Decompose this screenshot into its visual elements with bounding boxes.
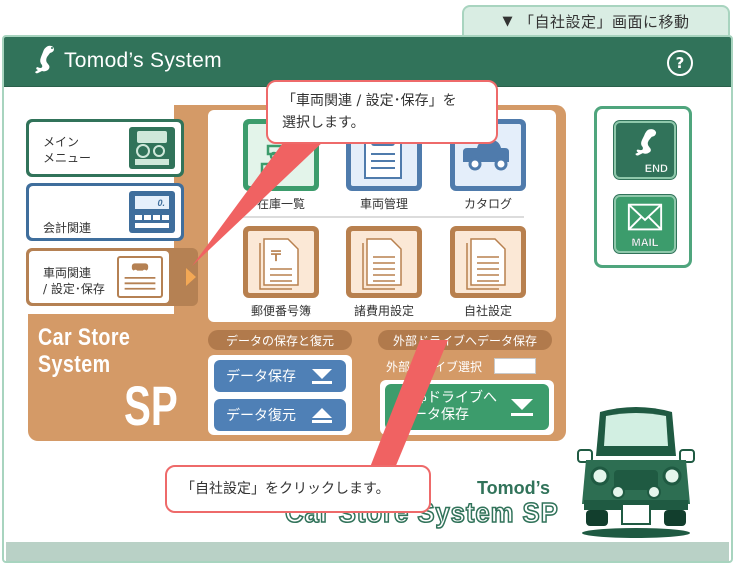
drive-select-label: 外部ドライブ選択 — [386, 360, 483, 374]
help-button[interactable]: ? — [667, 50, 693, 76]
external-drive-save-button[interactable]: 外部ドライブへ データ保存 — [385, 384, 549, 430]
brand-logo-text: Car Store System — [38, 288, 130, 378]
end-label: END — [644, 163, 669, 175]
svg-text:〒: 〒 — [269, 249, 283, 265]
tile-label: 郵便番号簿 — [250, 304, 311, 318]
triangle-down-icon: ▼ — [502, 13, 513, 29]
footer-tomods: Tomod’s — [477, 478, 550, 498]
sidebar-label: メニュー — [43, 151, 92, 165]
sidebar-label: / 設定･保存 — [43, 282, 105, 296]
tile-label: 自社設定 — [463, 304, 512, 318]
question-icon: ? — [675, 54, 685, 72]
lizard-logo-icon — [35, 45, 54, 74]
brand-line2: System — [38, 351, 111, 378]
mini-car-illustration — [577, 407, 695, 538]
backup-section-label: データの保存と復元 — [208, 330, 352, 350]
upload-arrow-icon — [312, 408, 332, 423]
tiles-divider — [238, 216, 524, 218]
tile-label: 在庫一覧 — [256, 197, 305, 211]
footer-bar — [6, 542, 729, 561]
selected-arrow-icon — [186, 268, 196, 286]
quick-actions-panel: END MAIL — [594, 106, 692, 268]
download-arrow-icon — [511, 399, 533, 416]
company-settings-doc-icon — [466, 238, 506, 290]
sidebar-label: 会計関連 — [43, 221, 92, 235]
top-tab-label: 「自社設定」画面に移動 — [518, 12, 690, 31]
sidebar-label: メイン — [43, 135, 80, 149]
tile-company-settings[interactable]: 自社設定 — [450, 226, 526, 319]
sidebar-label: 車両関連 — [43, 266, 92, 280]
tile-postal-code[interactable]: 〒 郵便番号簿 — [243, 226, 319, 319]
data-save-label: データ保存 — [226, 369, 296, 385]
end-button[interactable]: END — [614, 121, 676, 179]
callout-select-vehicle-settings: 「車両関連 / 設定･保存」を 選択します。 — [266, 80, 498, 144]
callout-text: 選択します。 — [282, 115, 365, 131]
sidebar-item-main-menu[interactable]: メイン メニュー — [26, 119, 184, 177]
postal-code-doc-icon: 〒 — [259, 238, 299, 290]
sidebar-item-vehicle-settings[interactable]: 車両関連 / 設定･保存 — [26, 248, 198, 306]
tile-fees-settings[interactable]: 諸費用設定 — [346, 226, 422, 319]
external-drive-section-label: 外部ドライブへデータ保存 — [378, 330, 552, 350]
fees-doc-icon — [362, 238, 402, 290]
data-restore-label: データ復元 — [226, 408, 296, 424]
move-to-company-settings-tab[interactable]: ▼ 「自社設定」画面に移動 — [462, 5, 730, 35]
mail-button[interactable]: MAIL — [614, 195, 676, 253]
app-header: Tomod’s System ? — [4, 37, 731, 87]
tile-label: 諸費用設定 — [353, 304, 414, 318]
data-save-button[interactable]: データ保存 — [214, 360, 346, 392]
app-title: Tomod’s System — [64, 49, 222, 72]
lizard-exit-icon — [635, 129, 657, 156]
download-arrow-icon — [312, 369, 332, 384]
vehicle-document-icon — [117, 256, 163, 298]
envelope-icon — [627, 203, 663, 231]
callout-text: 「車両関連 / 設定･保存」を — [282, 93, 457, 109]
catalog-car-icon — [463, 140, 509, 171]
drive-select-input[interactable] — [494, 358, 536, 374]
tile-label: 車両管理 — [359, 197, 408, 211]
sidebar-item-accounting[interactable]: 会計関連 0. — [26, 183, 184, 241]
brand-sp: SP — [124, 374, 178, 437]
car-front-icon — [129, 127, 175, 169]
svg-text:0.: 0. — [157, 198, 165, 208]
data-restore-button[interactable]: データ復元 — [214, 399, 346, 431]
callout-click-company-settings: 「自社設定」をクリックします。 — [165, 465, 431, 513]
brand-line1: Car Store — [38, 324, 131, 351]
callout-text: 「自社設定」をクリックします。 — [181, 481, 390, 497]
tile-label: カタログ — [463, 197, 512, 211]
calculator-icon: 0. — [129, 191, 175, 233]
mail-label: MAIL — [631, 237, 659, 249]
